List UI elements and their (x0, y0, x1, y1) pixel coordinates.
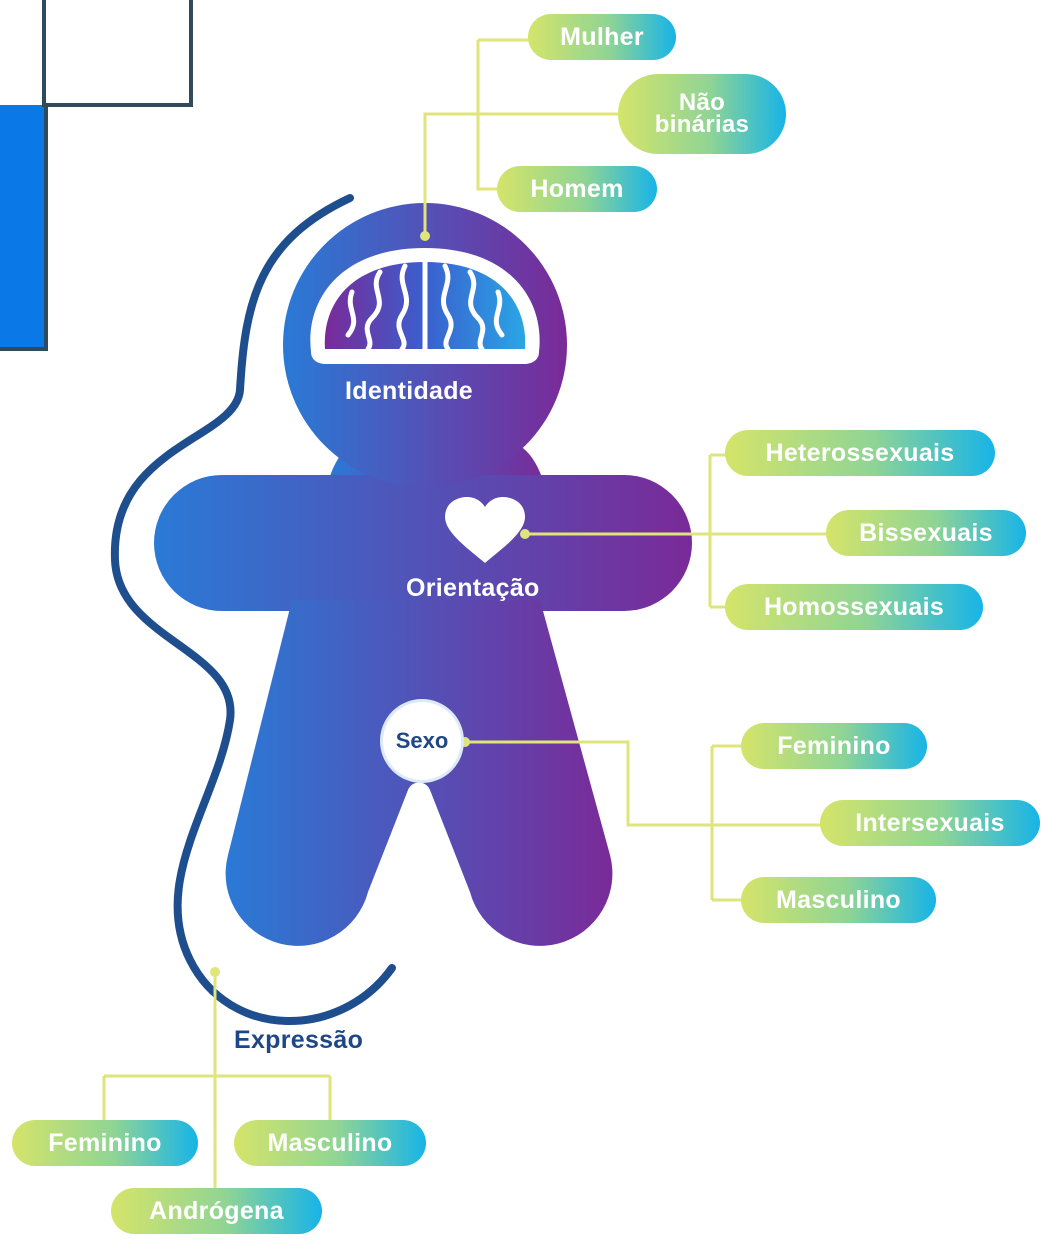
identity-option-nao-binarias: Não binárias (618, 74, 786, 154)
orientation-label: Orientação (406, 576, 540, 601)
sex-option-feminino: Feminino (741, 723, 927, 769)
expression-option-androgena: Andrógena (111, 1188, 322, 1234)
orientation-option-homossexuais: Homossexuais (725, 584, 983, 630)
sex-label: Sexo (396, 728, 449, 754)
identity-option-homem: Homem (497, 166, 657, 212)
corner-decoration (0, 0, 191, 349)
expression-option-masculino: Masculino (234, 1120, 426, 1166)
orientation-option-bissexuais: Bissexuais (826, 510, 1026, 556)
identity-option-mulher: Mulher (528, 14, 676, 60)
sex-option-intersexuais: Intersexuais (820, 800, 1040, 846)
expression-label: Expressão (234, 1028, 363, 1053)
sex-circle: Sexo (380, 699, 464, 783)
identity-label: Identidade (345, 379, 473, 404)
expression-option-feminino: Feminino (12, 1120, 198, 1166)
sex-option-masculino: Masculino (741, 877, 936, 923)
orientation-option-heterossexuais: Heterossexuais (725, 430, 995, 476)
